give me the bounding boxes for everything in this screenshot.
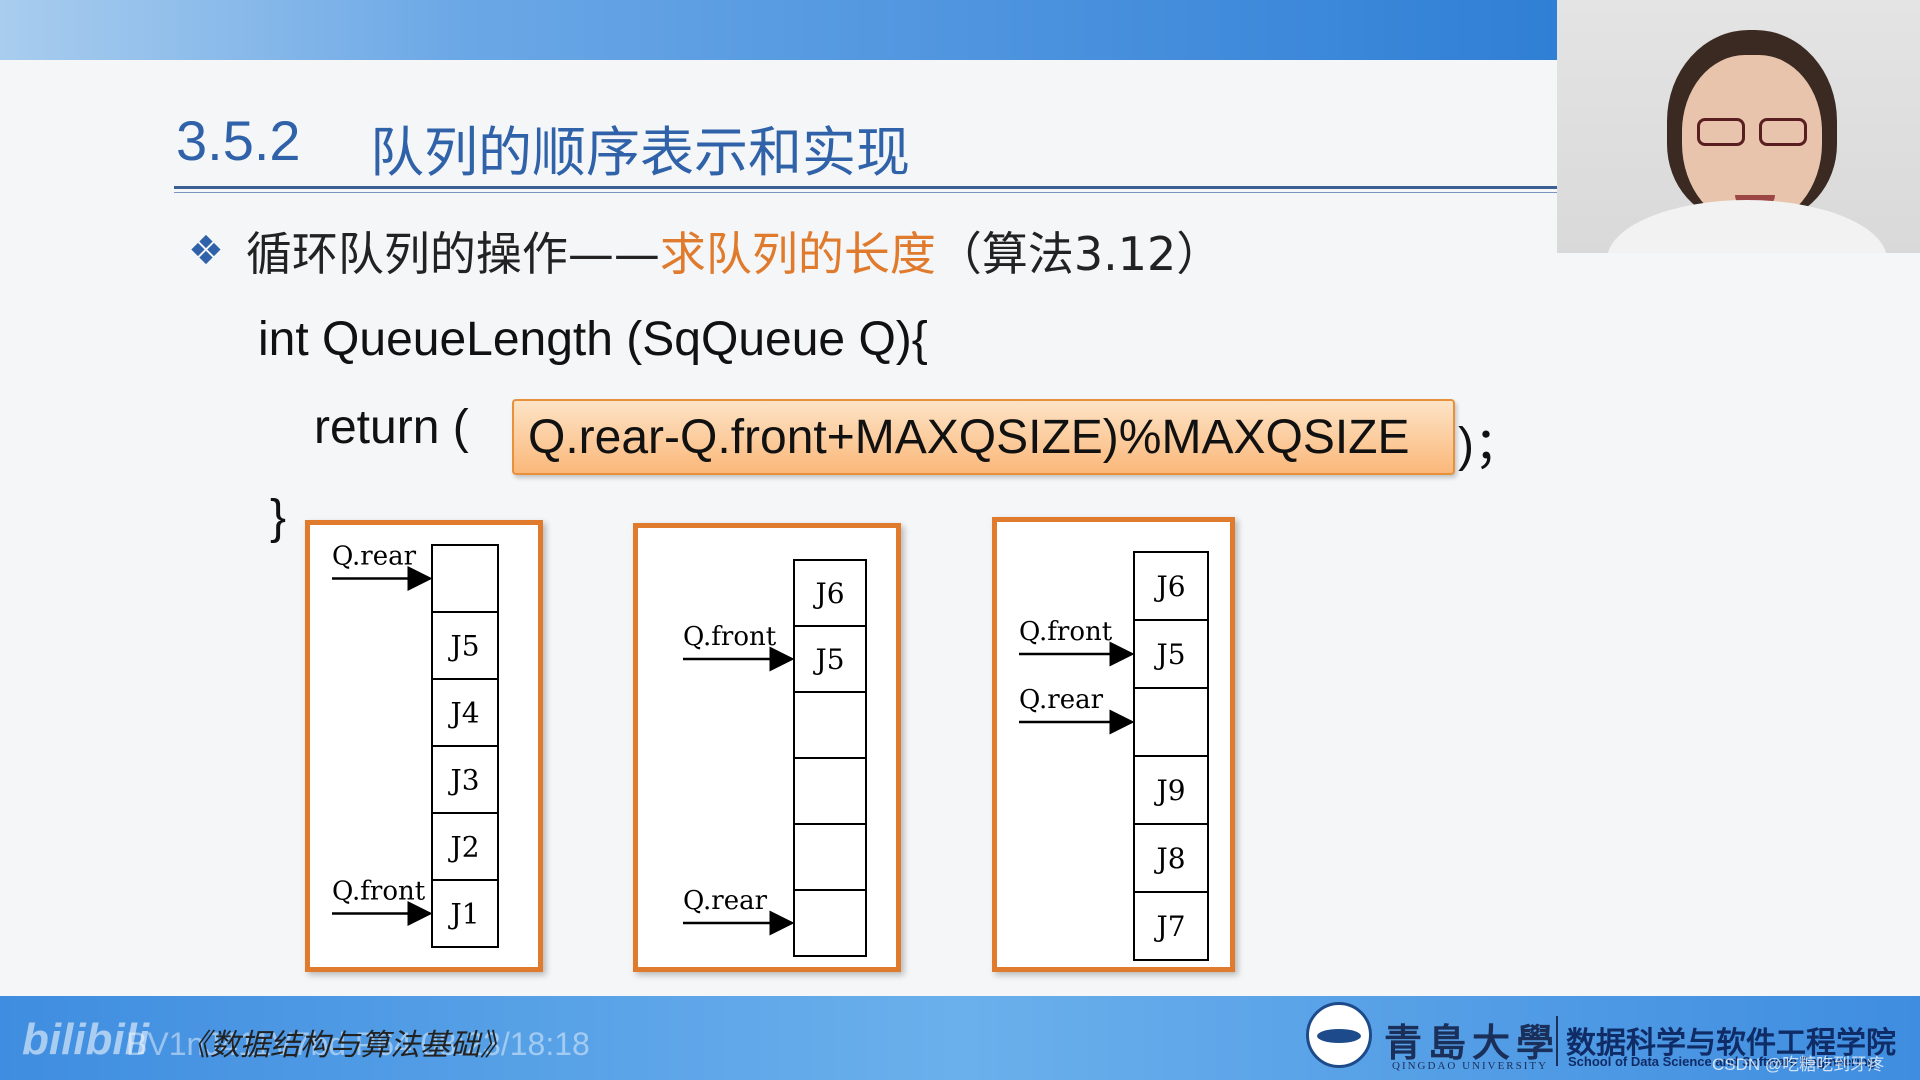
queue-cell-label: J4 <box>447 697 479 730</box>
queue-cell <box>793 559 867 627</box>
queue-cell <box>793 889 867 957</box>
highlighted-expression: Q.rear-Q.front+MAXQSIZE)%MAXQSIZE <box>512 399 1455 475</box>
queue-cell-label: J5 <box>1153 638 1185 671</box>
bottom-banner <box>0 996 1920 1080</box>
bilibili-logo: bilibili <box>22 1015 150 1064</box>
queue-cell <box>1133 823 1209 893</box>
school-name-en: School of Data Science and Software Engi… <box>1568 1054 1876 1069</box>
queue-cell <box>793 823 867 891</box>
queue-cell-label: J6 <box>1153 570 1185 603</box>
queue-cell-label: J8 <box>1153 842 1185 875</box>
subtitle-prefix: 循环队列的操作—— <box>245 227 660 281</box>
subtitle-line: ❖ 循环队列的操作—— 求队列的长度 （算法3.12） <box>188 218 1222 284</box>
code-line-2-suffix: )； <box>1458 419 1522 472</box>
webcam-glasses <box>1697 118 1807 148</box>
course-title: 《数据结构与算法基础》 <box>180 1028 510 1063</box>
queue-cell-label: J5 <box>447 630 479 663</box>
code-line-2-prefix: return ( <box>314 401 469 454</box>
queue-cell <box>1133 891 1209 961</box>
csdn-watermark: CSDN @吃糖吃到牙疼 <box>1712 1055 1885 1074</box>
pointer-label: Q.front <box>683 622 777 652</box>
subtitle-suffix: （算法3.12） <box>935 227 1223 281</box>
queue-cell-label: J3 <box>447 764 479 797</box>
school-name: 数据科学与软件工程学院 <box>1566 1026 1896 1061</box>
queue-cell <box>1133 755 1209 825</box>
pointer-label: Q.front <box>1019 617 1113 647</box>
title-underline-thin <box>174 192 1557 193</box>
queue-cell <box>431 611 499 680</box>
university-name: 青島大學 <box>1384 1020 1561 1065</box>
queue-cell <box>431 544 499 613</box>
queue-cell <box>1133 687 1209 757</box>
section-title: 队列的顺序表示和实现 <box>370 121 910 184</box>
footer-divider <box>1556 1016 1558 1066</box>
queue-cell <box>431 879 499 948</box>
queue-cell-label: J5 <box>812 643 844 676</box>
code-line-3: } <box>270 491 287 544</box>
section-number: 3.5.2 <box>176 109 301 172</box>
university-emblem-icon <box>1306 1002 1372 1068</box>
top-banner <box>0 0 1557 60</box>
queue-cell-label: J9 <box>1153 774 1185 807</box>
pointer-label: Q.front <box>332 877 426 907</box>
code-line-1: int QueueLength (SqQueue Q){ <box>258 313 928 366</box>
pointer-label: Q.rear <box>683 886 768 916</box>
queue-cell-label: J2 <box>447 831 479 864</box>
glasses-lens-left <box>1697 118 1745 146</box>
queue-cell-label: J7 <box>1153 910 1185 943</box>
subtitle-highlight: 求队列的长度 <box>659 227 936 281</box>
pointer-label: Q.rear <box>1019 685 1104 715</box>
queue-cell <box>793 757 867 825</box>
queue-cell-label: J6 <box>812 577 844 610</box>
university-name-en: QINGDAO UNIVERSITY <box>1392 1060 1549 1072</box>
queue-cell-label: J1 <box>447 898 479 931</box>
queue-cell <box>431 678 499 747</box>
queue-cell <box>793 691 867 759</box>
glasses-lens-right <box>1759 118 1807 146</box>
queue-cell <box>431 745 499 814</box>
title-underline <box>174 186 1557 189</box>
diamond-bullet-icon: ❖ <box>188 228 224 274</box>
video-id-watermark: BV1nJ411V7bd P64 08:23/18:18 <box>126 1026 590 1062</box>
presenter-webcam <box>1557 0 1920 253</box>
webcam-body <box>1607 200 1887 253</box>
pointer-label: Q.rear <box>332 542 417 572</box>
queue-cell <box>1133 551 1209 621</box>
